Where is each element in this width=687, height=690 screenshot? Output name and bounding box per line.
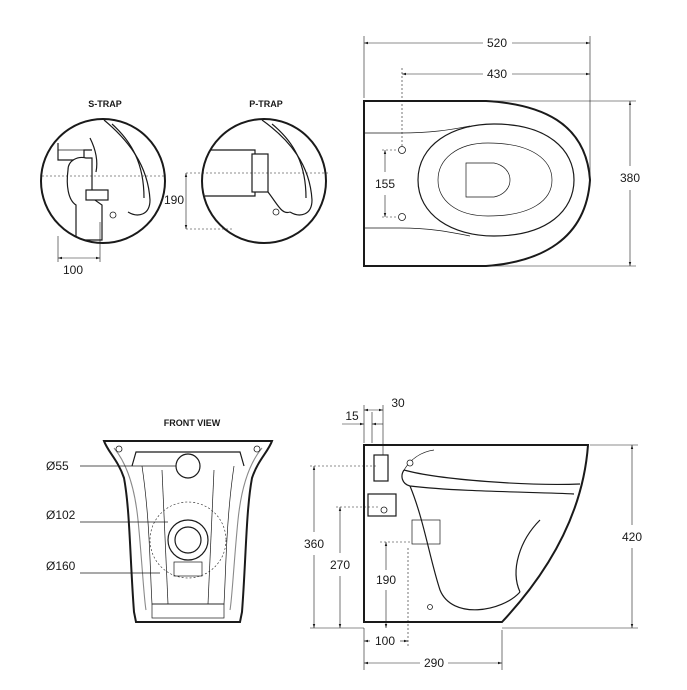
s-trap-100-label: 100	[63, 263, 83, 277]
p-trap-190-label: 190	[164, 193, 184, 207]
side-view: 15 30 420 360 270 190 100 290	[304, 396, 642, 670]
s-trap-title: S-TRAP	[88, 99, 122, 109]
top-view: 520 430 380 155	[363, 36, 640, 267]
side-190-label: 190	[376, 573, 396, 587]
front-d55-label: Ø55	[46, 459, 69, 473]
side-270-label: 270	[330, 558, 350, 572]
p-trap-detail: P-TRAP 190	[164, 99, 330, 244]
side-15-label: 15	[345, 409, 359, 423]
top-view-outline	[363, 100, 592, 267]
side-290-label: 290	[424, 656, 444, 670]
side-420-label: 420	[622, 530, 642, 544]
top-155-label: 155	[375, 177, 395, 191]
side-100-label: 100	[375, 634, 395, 648]
top-520-label: 520	[487, 36, 507, 50]
s-trap-detail: S-TRAP 100	[40, 99, 166, 277]
s-trap-circle	[40, 118, 166, 244]
p-trap-circle	[201, 118, 327, 244]
front-view: FRONT VIEW Ø55 Ø102 Ø160	[46, 418, 274, 623]
side-outline	[363, 444, 590, 623]
seat-outline	[417, 123, 575, 237]
p-trap-section	[205, 119, 313, 216]
side-30-label: 30	[391, 396, 405, 410]
front-d102-label: Ø102	[46, 508, 76, 522]
top-380-label: 380	[620, 171, 640, 185]
p-trap-title: P-TRAP	[249, 99, 283, 109]
side-360-label: 360	[304, 537, 324, 551]
front-view-title: FRONT VIEW	[164, 418, 221, 428]
front-d160-label: Ø160	[46, 559, 76, 573]
s-trap-section	[57, 119, 151, 241]
front-outline	[102, 440, 274, 623]
top-430-label: 430	[487, 67, 507, 81]
